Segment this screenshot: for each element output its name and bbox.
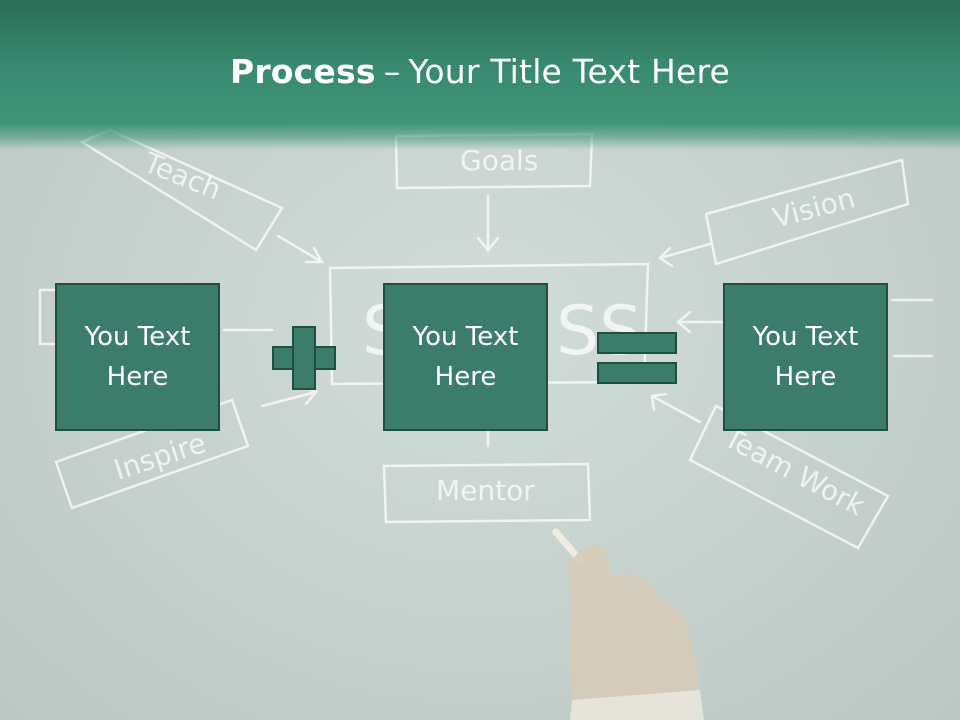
- title-separator: –: [383, 52, 401, 91]
- process-box-middle-text: You Text Here: [412, 322, 519, 392]
- process-box-right-text: You Text Here: [752, 322, 859, 392]
- chalk-word-team-work: Team Work: [718, 421, 871, 523]
- process-box-left-text: You Text Here: [84, 322, 191, 392]
- plus-icon: [272, 326, 336, 390]
- process-box-middle[interactable]: You Text Here: [383, 283, 548, 431]
- chalk-word-mentor: Mentor: [436, 474, 535, 507]
- process-box-right[interactable]: You Text Here: [723, 283, 888, 431]
- equals-icon: [597, 332, 677, 384]
- title-bold: Process: [229, 52, 376, 91]
- title-bar: [0, 0, 960, 150]
- slide-title[interactable]: Process–Your Title Text Here: [0, 52, 960, 91]
- title-text: Your Title Text Here: [408, 52, 731, 91]
- process-box-left[interactable]: You Text Here: [55, 283, 220, 431]
- chalk-word-teach: Teach: [138, 146, 225, 207]
- chalk-word-vision: Vision: [769, 181, 858, 235]
- chalk-word-success-right: SS: [556, 292, 642, 371]
